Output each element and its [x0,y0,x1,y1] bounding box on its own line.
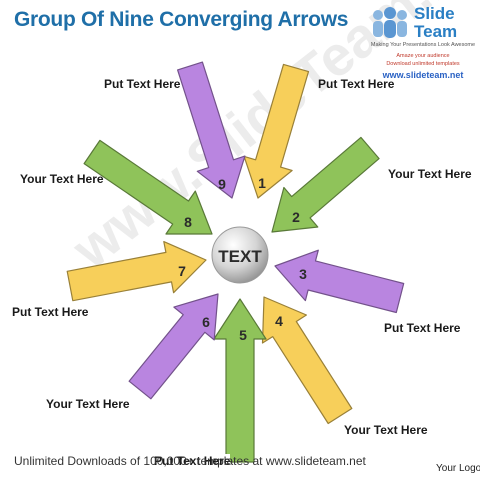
logo-tagline: Making Your Presentations Look Awesome [370,42,476,48]
label-arrow-3: Put Text Here [384,321,461,335]
label-arrow-6: Your Text Here [46,397,130,411]
arrow-5 [213,298,267,463]
label-arrow-5: Put Text Here [154,454,231,468]
label-arrow-1: Put Text Here [318,77,395,91]
footer-text: Unlimited Downloads of 100,000+ template… [14,454,366,468]
label-arrow-4: Your Text Here [344,423,428,437]
arrow-number-2: 2 [292,209,300,225]
arrow-number-5: 5 [239,327,247,343]
arrow-number-8: 8 [184,214,192,230]
arrow-3 [274,249,405,314]
arrow-number-6: 6 [202,314,210,330]
arrow-8 [83,139,213,235]
label-arrow-8: Your Text Here [20,172,104,186]
your-logo-text: Your Logo [436,463,480,474]
people-icon [373,7,407,38]
arrow-1 [243,63,310,199]
arrow-number-4: 4 [275,313,283,329]
logo-promo-2: Download unlimited templates [386,61,460,67]
logo-url: www.slideteam.net [382,70,464,80]
page-title: Group Of Nine Converging Arrows [14,8,349,31]
logo-word-1: Slide [414,4,455,23]
label-arrow-7: Put Text Here [12,305,89,319]
arrow-9 [177,61,246,199]
center-ball [211,226,269,284]
logo: Slide Team Making Your Presentations Loo… [370,2,476,84]
arrow-6 [128,293,219,400]
arrow-number-1: 1 [258,175,266,191]
arrow-7 [66,241,207,302]
logo-word-2: Team [414,22,458,41]
arrow-4 [261,296,353,425]
center-label: TEXT [218,247,262,266]
arrow-2 [271,136,380,233]
arrow-number-3: 3 [299,266,307,282]
label-arrow-9: Put Text Here [104,77,181,91]
arrow-number-9: 9 [218,176,226,192]
label-arrow-2: Your Text Here [388,167,472,181]
arrow-number-7: 7 [178,263,186,279]
logo-promo-1: Amaze your audience [396,53,450,59]
